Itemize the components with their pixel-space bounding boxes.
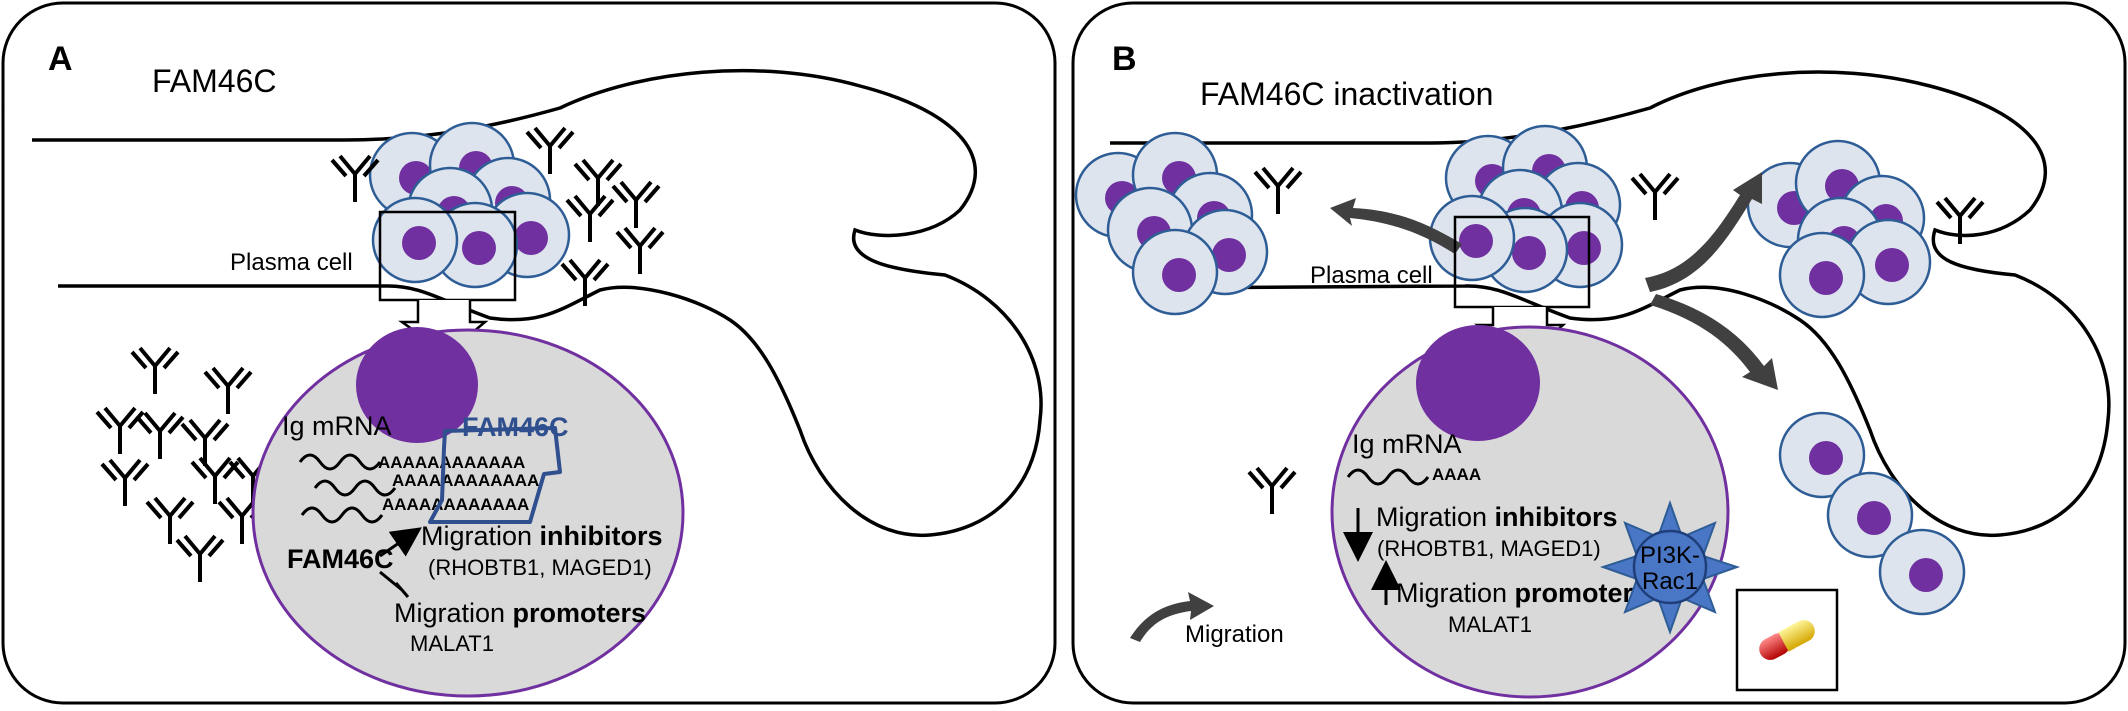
panel-a: A FAM46C Plasma cell — [1, 1, 1057, 705]
panel-b: B FAM46C inactivation — [1071, 1, 2127, 705]
legend-migration-label: Migration — [1185, 621, 1284, 648]
promoters-bold-b: promoters — [1515, 578, 1649, 608]
plasma-cell-cluster-b-right — [1746, 139, 1932, 319]
big-plasma-cell-a — [251, 328, 685, 698]
promoters-bold-a: promoters — [513, 598, 647, 628]
inhibitors-bold-b: inhibitors — [1495, 502, 1618, 532]
promoters-line-b: Migration promoters — [1396, 578, 1648, 608]
plasma-cell-label-b: Plasma cell — [1310, 262, 1433, 289]
fam46c-gene-label-a: FAM46C — [287, 544, 394, 574]
promoters-line-a: Migration promoters — [394, 598, 646, 628]
ig-mrna-label-a: Ig mRNA — [282, 411, 392, 441]
pi3k-rac1-pathway: PI3K- Rac1 — [1599, 499, 1741, 636]
panel-b-frame — [1071, 1, 2127, 705]
panel-a-frame — [1, 1, 1057, 705]
fam46c-protein-a — [428, 426, 562, 524]
plasma-cell-cluster-b-center — [1428, 124, 1624, 294]
panel-b-title: FAM46C inactivation — [1200, 76, 1493, 112]
plasma-cell-label-a: Plasma cell — [230, 249, 353, 276]
promoters-genes-b: MALAT1 — [1448, 612, 1532, 637]
pi3k-label-line2: Rac1 — [1642, 568, 1698, 595]
bone-outline-b — [1110, 70, 2111, 537]
plasma-cell-cluster-b-left — [1074, 131, 1269, 316]
legend-migration: Migration — [1130, 592, 1284, 648]
inhibitors-prefix-a: Migration — [421, 521, 540, 551]
polyA-tail-a-3: AAAAAAAAAAAA — [382, 495, 529, 514]
pill-icon — [1759, 620, 1815, 660]
mrna-strands-a — [298, 453, 397, 524]
promoters-genes-a: MALAT1 — [410, 631, 494, 656]
polyA-tail-a-1: AAAAAAAAAAAA — [378, 453, 525, 472]
activation-arrow-a — [379, 527, 422, 558]
fam46c-protein-label-a: FAM46C — [462, 412, 569, 442]
drug-pill-box — [1735, 588, 1839, 692]
inhibitors-line-a: Migration inhibitors — [421, 521, 663, 551]
panel-a-title: FAM46C — [152, 63, 276, 99]
inhibitors-prefix-b: Migration — [1376, 502, 1495, 532]
promoters-prefix-a: Migration — [394, 598, 513, 628]
ig-mrna-label-b: Ig mRNA — [1352, 429, 1462, 459]
pi3k-label-line1: PI3K- — [1640, 542, 1700, 569]
inhibitors-genes-a: (RHOBTB1, MAGED1) — [428, 555, 652, 580]
panel-b-letter: B — [1112, 40, 1137, 78]
bone-outline-a — [32, 68, 1043, 537]
inhibition-bar-a — [379, 570, 410, 598]
promoters-prefix-b: Migration — [1396, 578, 1515, 608]
nucleus-b — [1416, 325, 1540, 441]
polyA-tail-b: AAAA — [1432, 465, 1481, 484]
inhibitors-bold-a: inhibitors — [540, 521, 663, 551]
legend-migration-arrow-icon — [1130, 592, 1214, 642]
plasma-cells-free-b — [1778, 411, 1966, 616]
migration-arrows-b — [1330, 172, 1778, 390]
polyA-tail-a-2: AAAAAAAAAAAA — [392, 471, 539, 490]
inhibitors-line-b: Migration inhibitors — [1376, 502, 1618, 532]
nucleus-a — [356, 327, 478, 443]
mrna-strand-b — [1346, 468, 1430, 486]
inhibitors-genes-b: (RHOBTB1, MAGED1) — [1377, 536, 1601, 561]
panel-a-letter: A — [48, 40, 73, 78]
